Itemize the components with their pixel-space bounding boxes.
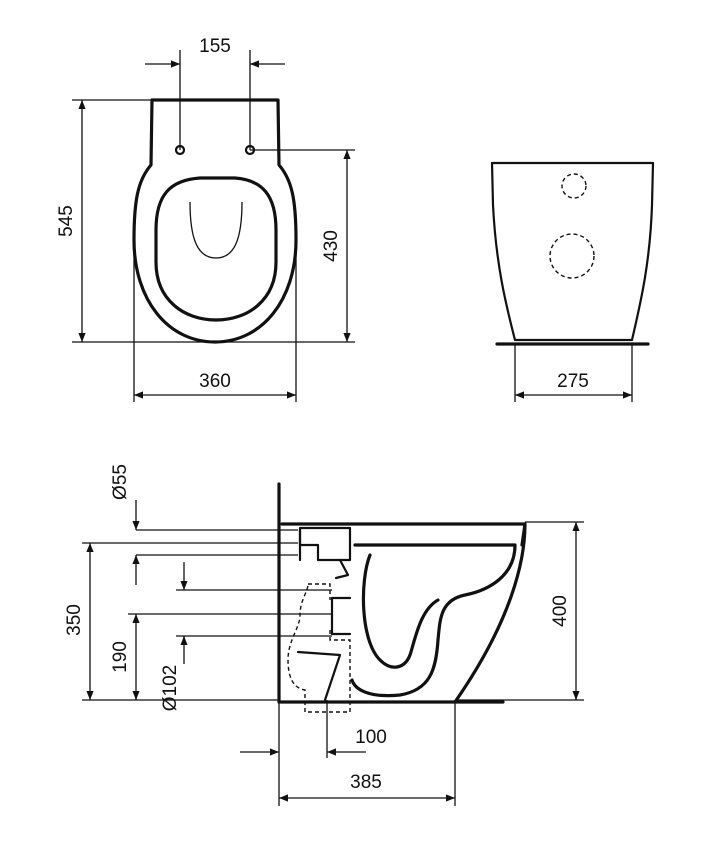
top-view-seat-ring <box>154 176 278 322</box>
side-view-inner-bowl <box>350 543 517 698</box>
dim-overall-length: 545 <box>56 205 77 237</box>
side-view-inlet <box>298 526 352 562</box>
top-view-bowl-inner <box>189 201 243 259</box>
side-view-pan-connector <box>287 583 351 713</box>
dim-total-height: 400 <box>550 595 571 627</box>
front-view: 275 <box>490 161 655 402</box>
front-view-inlet-large <box>549 233 595 279</box>
dim-depth: 385 <box>350 772 382 793</box>
side-view-trap <box>361 553 440 669</box>
dim-inlet-height: 350 <box>64 604 85 636</box>
top-view: 155 545 430 360 <box>56 36 355 402</box>
dim-outlet-diameter: Ø102 <box>160 665 181 711</box>
dim-base-width: 275 <box>557 371 589 392</box>
front-view-outline <box>490 161 655 342</box>
dim-hole-spacing: 155 <box>199 36 231 57</box>
front-view-inlet-small <box>561 173 587 199</box>
dim-width: 360 <box>199 371 231 392</box>
dim-inlet-diameter: Ø55 <box>110 464 131 500</box>
dim-outlet-height: 190 <box>110 641 131 673</box>
dim-hole-to-front: 430 <box>321 230 342 262</box>
side-view-outer-shell <box>453 522 527 704</box>
dim-outlet-offset: 100 <box>355 727 387 748</box>
side-view-outlet <box>330 596 352 636</box>
top-view-bowl-outline <box>132 98 298 344</box>
side-view: Ø55 350 190 Ø102 400 100 385 <box>64 464 584 806</box>
